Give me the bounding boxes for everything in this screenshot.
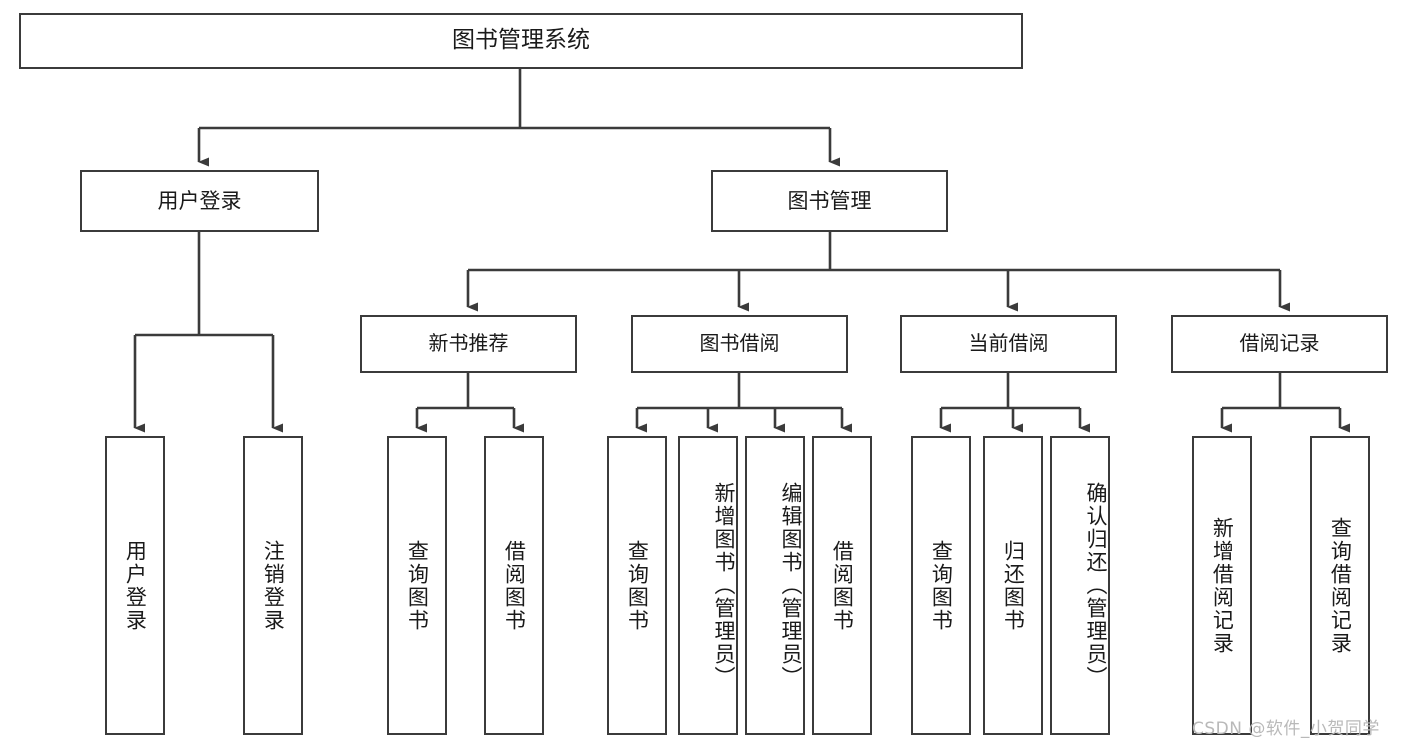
node-leaf-user-login[interactable]: 用户登录 — [105, 436, 165, 735]
node-new-book-recommend[interactable]: 新书推荐 — [360, 315, 577, 373]
node-leaf-query-book-current[interactable]: 查询图书 — [911, 436, 971, 735]
node-current-borrow[interactable]: 当前借阅 — [900, 315, 1117, 373]
node-leaf-query-borrow-record[interactable]: 查询借阅记录 — [1310, 436, 1370, 735]
node-book-management[interactable]: 图书管理 — [711, 170, 948, 232]
node-leaf-confirm-return-admin[interactable]: 确认归还（管理员） — [1050, 436, 1110, 735]
node-leaf-logout[interactable]: 注销登录 — [243, 436, 303, 735]
node-book-borrow[interactable]: 图书借阅 — [631, 315, 848, 373]
node-root-system[interactable]: 图书管理系统 — [19, 13, 1023, 69]
node-leaf-add-book-admin[interactable]: 新增图书（管理员） — [678, 436, 738, 735]
csdn-watermark: CSDN @软件_小贺同学 — [1192, 719, 1380, 739]
node-leaf-query-book[interactable]: 查询图书 — [607, 436, 667, 735]
node-borrow-record[interactable]: 借阅记录 — [1171, 315, 1388, 373]
node-leaf-return-book[interactable]: 归还图书 — [983, 436, 1043, 735]
node-leaf-edit-book-admin[interactable]: 编辑图书（管理员） — [745, 436, 805, 735]
node-leaf-borrow-book[interactable]: 借阅图书 — [812, 436, 872, 735]
node-user-login[interactable]: 用户登录 — [80, 170, 319, 232]
node-leaf-query-book-new[interactable]: 查询图书 — [387, 436, 447, 735]
node-leaf-borrow-book-new[interactable]: 借阅图书 — [484, 436, 544, 735]
node-leaf-add-borrow-record[interactable]: 新增借阅记录 — [1192, 436, 1252, 735]
